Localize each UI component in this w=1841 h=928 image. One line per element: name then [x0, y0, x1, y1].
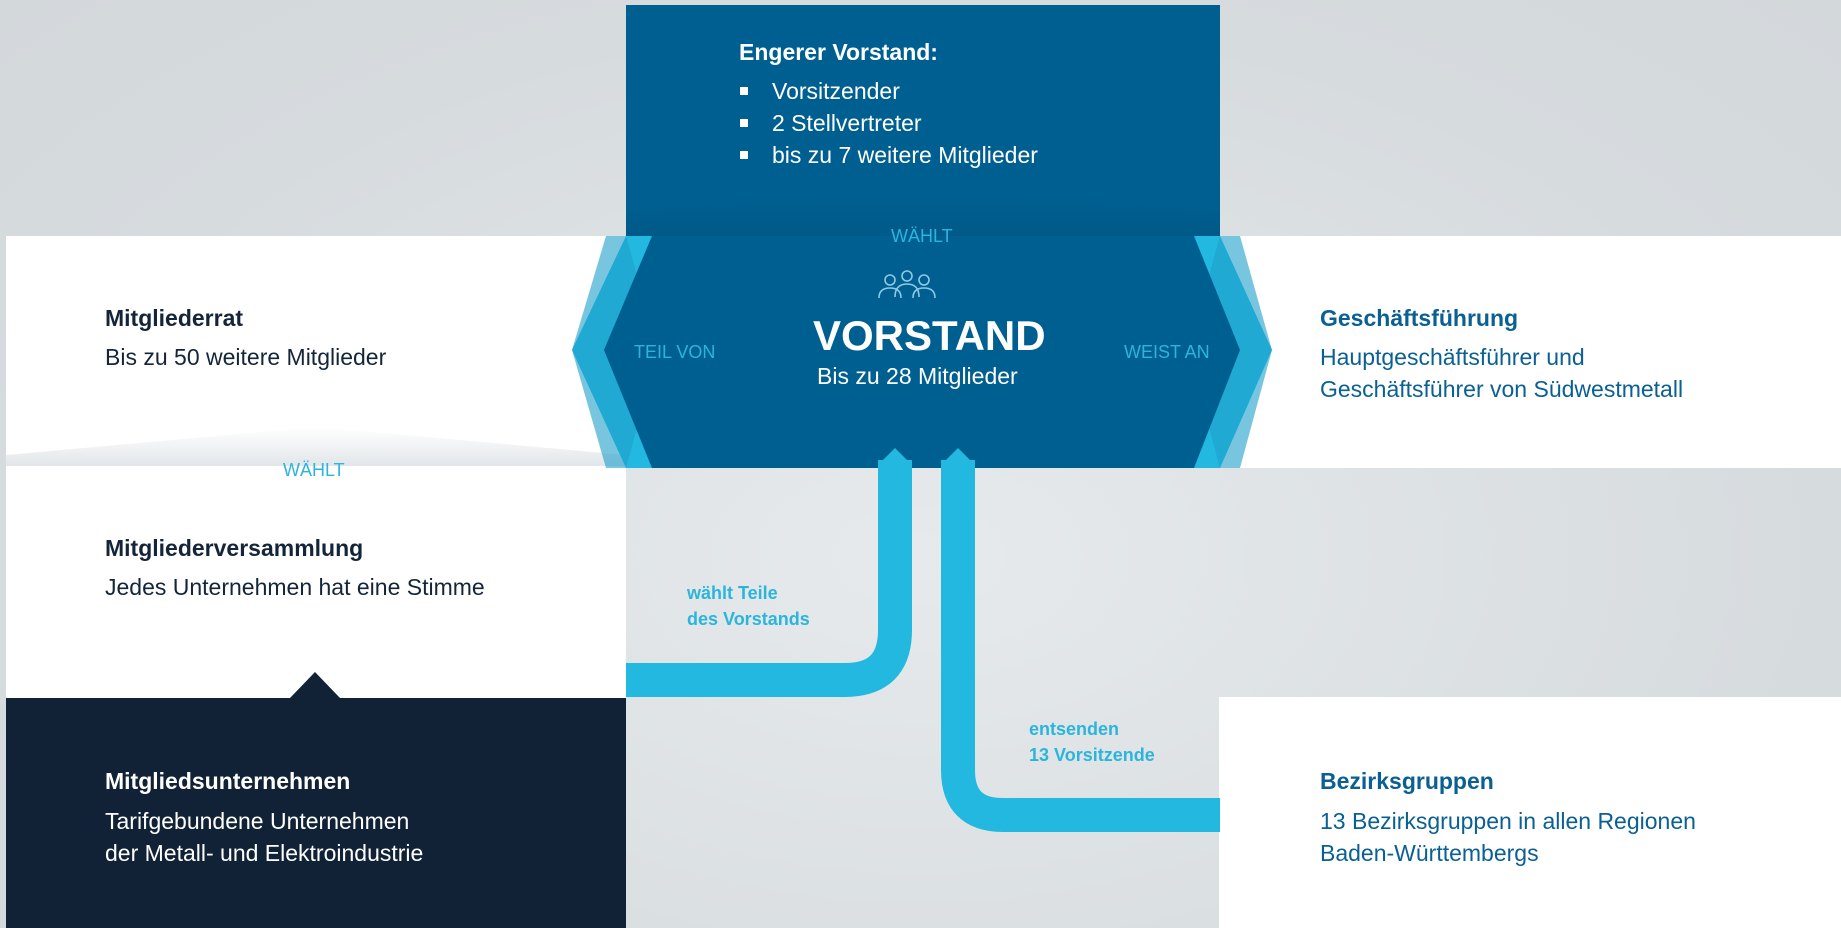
flow-pipe-left [626, 460, 912, 697]
mitgliederversammlung-title: Mitgliederversammlung [105, 535, 364, 561]
bezirksgruppen-title: Bezirksgruppen [1320, 768, 1494, 794]
mitgliedsunternehmen-box [6, 672, 626, 928]
mitgliederrat-shade [6, 427, 626, 466]
label-waehlt-left: WÄHLT [283, 460, 345, 480]
mitgliederversammlung-body: Jedes Unternehmen hat eine Stimme [105, 574, 485, 600]
label-teil-von: TEIL VON [634, 342, 716, 362]
flow-pipe-right [941, 460, 1220, 832]
engerer-vorstand-item: Vorsitzender [736, 75, 1038, 107]
geschaeftsfuehrung-title: Geschäftsführung [1320, 305, 1519, 331]
vorstand-hexagon-inner [604, 236, 1240, 468]
flow-label-entsenden-line1: entsenden [1029, 719, 1120, 739]
people-icon [878, 270, 936, 299]
mitgliederrat-body: Bis zu 50 weitere Mitglieder [105, 344, 387, 370]
flow-arrow-left [878, 448, 912, 470]
engerer-vorstand-item: bis zu 7 weitere Mitglieder [736, 139, 1038, 171]
bezirksgruppen-body-line1: 13 Bezirksgruppen in allen Regionen [1320, 808, 1696, 834]
engerer-vorstand-title: Engerer Vorstand: [739, 39, 938, 65]
flow-arrow-right [941, 448, 975, 470]
geschaeftsfuehrung-body-line2: Geschäftsführer von Südwestmetall [1320, 376, 1684, 402]
flow-label-waehlt-teile-line1: wählt Teile [687, 583, 778, 603]
label-weist-an: WEIST AN [1124, 342, 1210, 362]
engerer-vorstand-item: 2 Stellvertreter [736, 107, 1038, 139]
bezirksgruppen-box [1219, 697, 1841, 928]
label-waehlt-top: WÄHLT [891, 226, 953, 246]
mitgliederrat-title: Mitgliederrat [105, 305, 244, 331]
mitgliedsunternehmen-body-line2: der Metall- und Elektroindustrie [105, 840, 424, 866]
vorstand-title: VORSTAND [813, 312, 1046, 359]
engerer-vorstand-shade [626, 196, 1220, 237]
mitgliedsunternehmen-body-line1: Tarifgebundene Unternehmen [105, 808, 410, 834]
geschaeftsfuehrung-body-line1: Hauptgeschäftsführer und [1320, 344, 1585, 370]
flow-label-waehlt-teile-line2: des Vorstands [687, 609, 810, 629]
vorstand-subtitle: Bis zu 28 Mitglieder [817, 363, 1018, 389]
mitgliederversammlung-box [6, 440, 626, 698]
mitgliedsunternehmen-title: Mitgliedsunternehmen [105, 768, 351, 794]
flow-label-entsenden-line2: 13 Vorsitzende [1029, 745, 1155, 765]
bezirksgruppen-body-line2: Baden-Württembergs [1320, 840, 1539, 866]
engerer-vorstand-list: Vorsitzender 2 Stellvertreter bis zu 7 w… [736, 75, 1038, 171]
geschaeftsfuehrung-box [1219, 236, 1841, 468]
